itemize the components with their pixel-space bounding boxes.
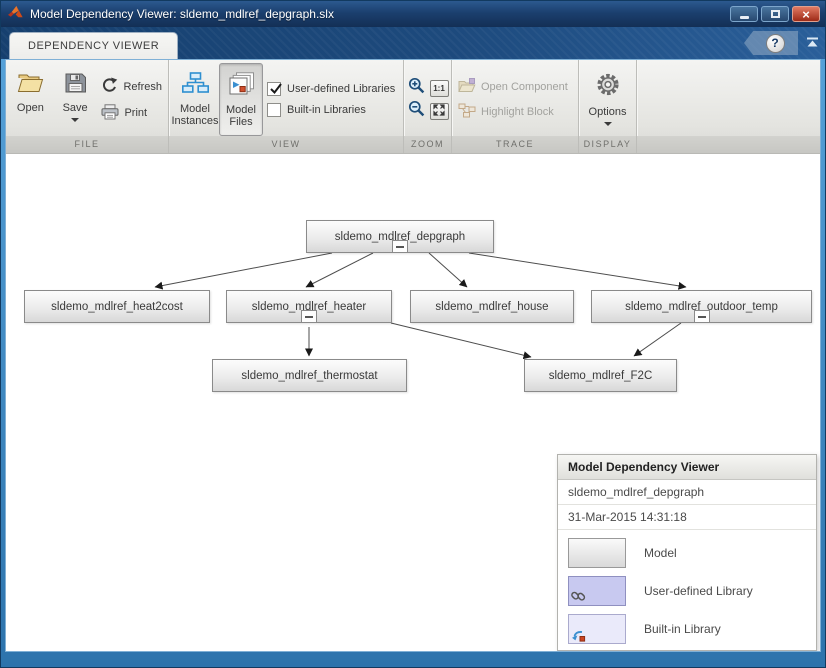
model-node-label: sldemo_mdlref_thermostat	[241, 369, 378, 382]
legend-item-user_library: User-defined Library	[558, 572, 816, 610]
section-label-display: DISPLAY	[579, 136, 636, 153]
model-node-F2C[interactable]: sldemo_mdlref_F2C	[524, 359, 677, 392]
checkbox-box[interactable]	[267, 82, 282, 96]
options-button[interactable]: Options	[582, 63, 634, 136]
legend-item-label: User-defined Library	[644, 584, 753, 598]
zoom-out-button[interactable]	[406, 100, 426, 122]
open-component-icon	[458, 78, 476, 96]
refresh-icon	[101, 76, 118, 97]
model-node-label: sldemo_mdlref_F2C	[548, 369, 653, 382]
zoom-in-button[interactable]	[406, 77, 426, 99]
ribbon-filler	[637, 60, 820, 153]
model-node-heat2cost[interactable]: sldemo_mdlref_heat2cost	[24, 290, 210, 323]
library-arrow-icon	[568, 614, 626, 644]
open-component-button[interactable]: Open Component	[458, 78, 568, 96]
checkbox-built-in-libraries[interactable]: Built-in Libraries	[267, 103, 395, 117]
open-folder-icon	[17, 72, 44, 99]
refresh-button[interactable]: Refresh	[101, 76, 162, 97]
model-node-label: sldemo_mdlref_heater	[251, 300, 367, 313]
dependency-graph-canvas[interactable]: Model Dependency Viewer sldemo_mdlref_de…	[6, 154, 820, 651]
zoom-in-icon	[408, 77, 425, 99]
matlab-logo-icon	[8, 5, 23, 24]
collapse-button[interactable]	[693, 310, 710, 323]
zoom-one-to-one-button[interactable]: 1:1	[429, 78, 449, 98]
section-label-file: FILE	[6, 136, 168, 153]
legend-title: Model Dependency Viewer	[558, 455, 816, 480]
save-dropdown-caret	[71, 118, 80, 122]
legend-panel: Model Dependency Viewer sldemo_mdlref_de…	[557, 454, 817, 651]
open-button[interactable]: Open	[8, 63, 53, 136]
section-label-zoom: ZOOM	[404, 136, 451, 153]
collapse-button[interactable]	[301, 310, 317, 323]
legend-model-name: sldemo_mdlref_depgraph	[558, 480, 816, 505]
model-node-label: sldemo_mdlref_depgraph	[334, 230, 466, 243]
help-chevron: ?	[744, 31, 798, 55]
window-title: Model Dependency Viewer: sldemo_mdlref_d…	[30, 7, 334, 21]
checkbox-label: User-defined Libraries	[287, 83, 396, 95]
model-instances-icon	[181, 72, 209, 100]
link-icon	[568, 576, 626, 606]
section-file: Open Sav	[6, 60, 169, 153]
section-display: Options DISPLAY	[579, 60, 637, 153]
collapse-ribbon-icon[interactable]	[806, 34, 819, 52]
model-node-thermostat[interactable]: sldemo_mdlref_thermostat	[212, 359, 407, 392]
save-button[interactable]: Save	[53, 63, 98, 136]
section-trace: Open Component Highl	[452, 60, 579, 153]
maximize-button[interactable]	[761, 6, 789, 22]
checkbox-box[interactable]	[267, 103, 281, 117]
section-label-trace: TRACE	[452, 136, 578, 153]
minimize-button[interactable]	[730, 6, 758, 22]
checkbox-user-defined-libraries[interactable]: User-defined Libraries	[267, 82, 395, 96]
model-node-heater[interactable]: sldemo_mdlref_heater	[226, 290, 392, 323]
title-bar: Model Dependency Viewer: sldemo_mdlref_d…	[1, 1, 825, 27]
fit-to-view-icon	[433, 104, 445, 118]
ribbon-tab-strip: DEPENDENCY VIEWER ?	[1, 27, 825, 59]
gear-icon	[595, 72, 621, 103]
highlight-block-icon	[458, 103, 476, 121]
options-dropdown-caret	[603, 122, 612, 126]
help-button[interactable]: ?	[765, 33, 785, 53]
model-node-outdoor_temp[interactable]: sldemo_mdlref_outdoor_temp	[591, 290, 812, 323]
tab-dependency-viewer[interactable]: DEPENDENCY VIEWER	[9, 32, 179, 59]
legend-item-model: Model	[558, 534, 816, 572]
fit-to-view-button[interactable]	[429, 101, 449, 121]
legend-item-label: Built-in Library	[644, 622, 721, 636]
save-floppy-icon	[64, 72, 87, 99]
legend-item-label: Model	[644, 546, 677, 560]
collapse-button[interactable]	[392, 240, 408, 253]
print-button[interactable]: Print	[101, 103, 162, 123]
section-zoom: 1:1	[404, 60, 452, 153]
model-node-label: sldemo_mdlref_outdoor_temp	[625, 300, 778, 313]
print-icon	[101, 103, 119, 123]
legend-timestamp: 31-Mar-2015 14:31:18	[558, 505, 816, 530]
model-node-label: sldemo_mdlref_house	[435, 300, 549, 313]
model-node-depgraph[interactable]: sldemo_mdlref_depgraph	[306, 220, 494, 253]
zoom-out-icon	[408, 100, 425, 122]
model-node-label: sldemo_mdlref_heat2cost	[51, 300, 183, 313]
dependency-edges	[154, 252, 687, 360]
checkbox-label: Built-in Libraries	[287, 104, 366, 116]
model-swatch	[568, 538, 626, 568]
highlight-block-button[interactable]: Highlight Block	[458, 103, 568, 121]
model-node-house[interactable]: sldemo_mdlref_house	[410, 290, 574, 323]
close-button[interactable]: ×	[792, 6, 820, 22]
legend-item-builtin_library: Built-in Library	[558, 610, 816, 648]
section-label-view: VIEW	[169, 136, 403, 153]
model-files-icon	[228, 72, 255, 101]
ribbon-toolbar: Open Sav	[6, 60, 820, 154]
window-frame: Open Sav	[1, 59, 825, 667]
